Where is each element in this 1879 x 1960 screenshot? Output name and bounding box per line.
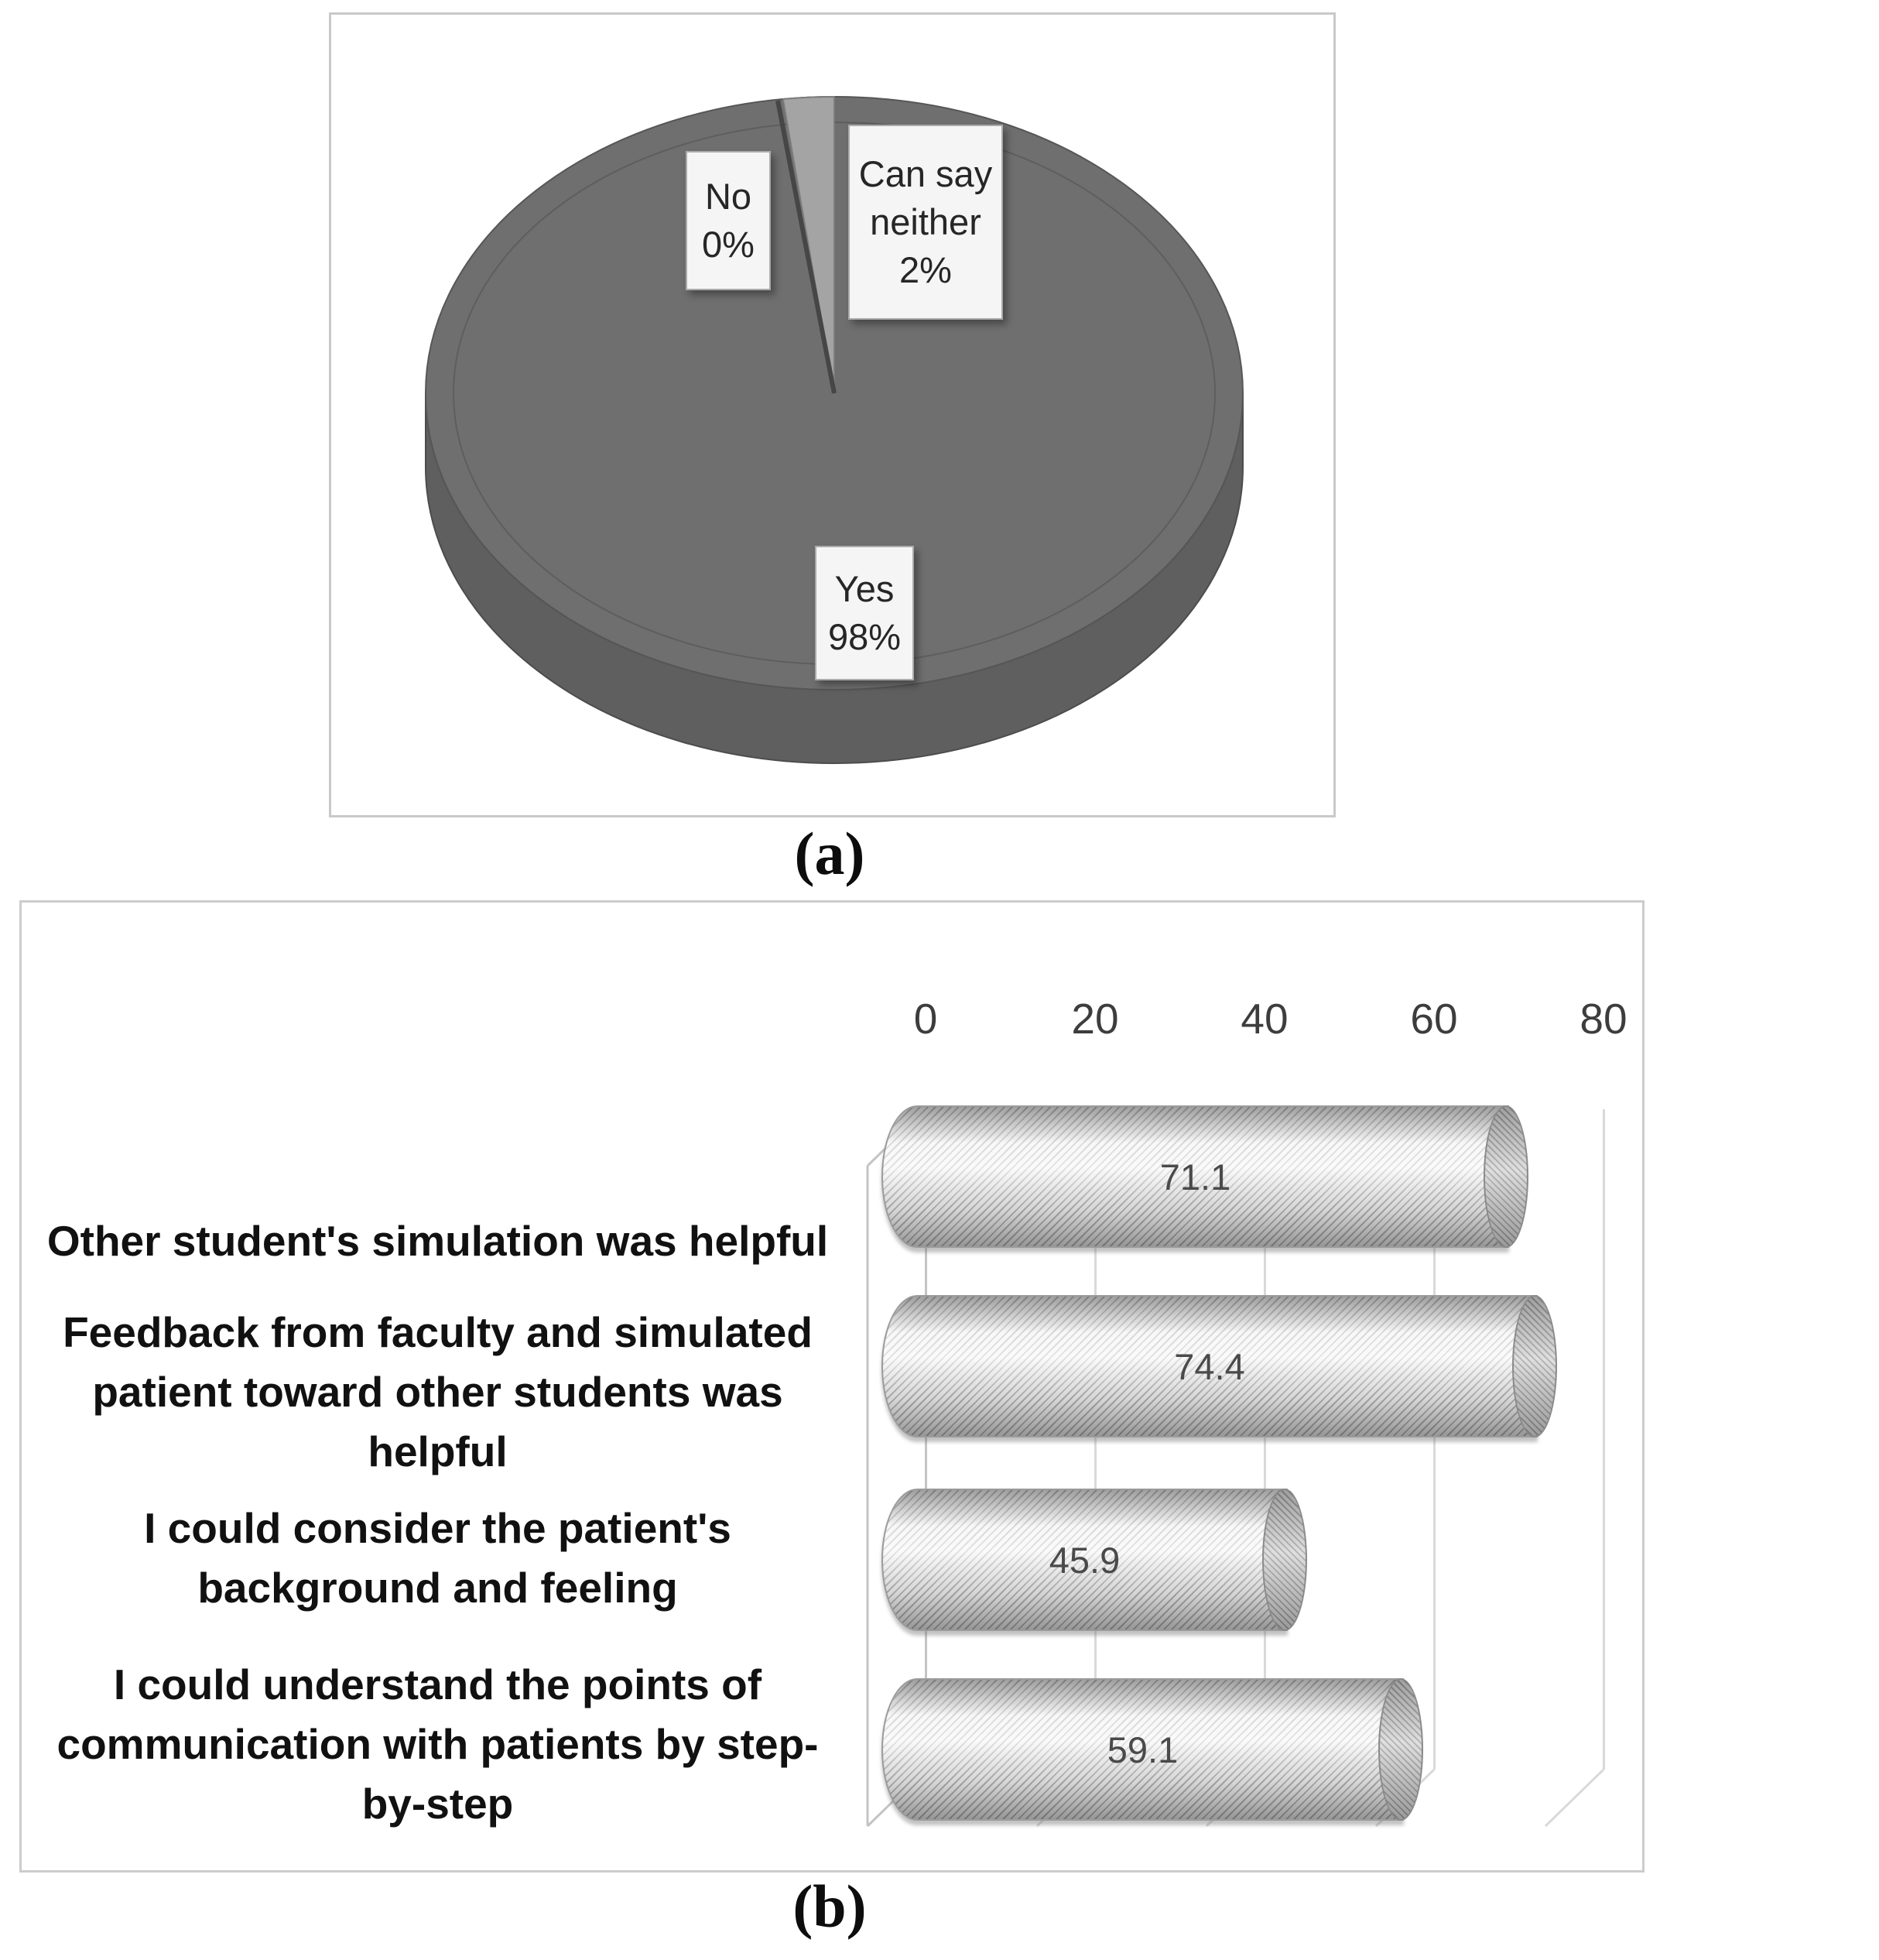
bar-cap-3 bbox=[1262, 1489, 1307, 1631]
bar-cap-2 bbox=[1512, 1295, 1557, 1437]
pie-label-no-line1: No bbox=[704, 176, 752, 217]
pie-slice-no bbox=[775, 100, 837, 394]
x-tick-80: 80 bbox=[1580, 995, 1627, 1043]
bar-row-3: 45.9 bbox=[881, 1489, 1307, 1631]
pie-3d-graphic bbox=[425, 95, 1244, 764]
x-tick-20: 20 bbox=[1071, 995, 1119, 1043]
pie-label-yes: Yes 98% bbox=[815, 546, 914, 680]
category-label-2: Feedback from faculty and simulated pati… bbox=[63, 1308, 813, 1475]
bar-cap-4 bbox=[1378, 1678, 1423, 1821]
gridline-80 bbox=[1603, 1109, 1605, 1770]
bar-row-1: 71.1 bbox=[881, 1105, 1528, 1248]
gridline-0 bbox=[925, 1109, 927, 1770]
panel-b-bar-chart: 0 20 40 60 80 Other student's simulation… bbox=[19, 900, 1645, 1873]
bar-cap-1 bbox=[1484, 1105, 1528, 1248]
pie-label-no-line2: 0% bbox=[702, 224, 755, 265]
caption-b: (b) bbox=[792, 1873, 867, 1940]
category-label-1: Other student's simulation was helpful bbox=[46, 1216, 829, 1265]
x-tick-60: 60 bbox=[1410, 995, 1458, 1043]
caption-a: (a) bbox=[794, 820, 865, 887]
gridline-40 bbox=[1264, 1109, 1266, 1770]
gridline-60 bbox=[1433, 1109, 1436, 1770]
pie-label-neither-line3: 2% bbox=[899, 249, 952, 290]
x-tick-0: 0 bbox=[913, 995, 938, 1043]
bar-value-4: 59.1 bbox=[1107, 1729, 1179, 1770]
panel-a-pie-chart: No 0% Can say neither 2% Yes 98% bbox=[329, 12, 1336, 817]
category-label-3: I could consider the patient's backgroun… bbox=[144, 1504, 731, 1612]
pie-label-yes-line1: Yes bbox=[834, 568, 895, 609]
category-label-4: I could understand the points of communi… bbox=[56, 1660, 819, 1828]
bar-row-4: 59.1 bbox=[881, 1678, 1423, 1821]
bar-feedback-from-faculty: 74.4 bbox=[881, 1295, 1557, 1437]
pie-label-neither-line1: Can say bbox=[858, 153, 993, 194]
bar-value-2: 74.4 bbox=[1174, 1345, 1245, 1387]
bar-value-3: 45.9 bbox=[1049, 1539, 1121, 1581]
bar-other-students-simulation: 71.1 bbox=[881, 1105, 1528, 1248]
pie-label-can-say-neither: Can say neither 2% bbox=[848, 125, 1003, 320]
bar-understand-points-of-communication: 59.1 bbox=[881, 1678, 1423, 1821]
gridline-20 bbox=[1094, 1109, 1097, 1770]
bar-consider-patients-background: 45.9 bbox=[881, 1489, 1307, 1631]
x-tick-40: 40 bbox=[1241, 995, 1289, 1043]
pie-label-neither-line2: neither bbox=[870, 201, 981, 242]
pie-label-yes-line2: 98% bbox=[827, 616, 902, 657]
bar-value-1: 71.1 bbox=[1159, 1156, 1231, 1198]
pie-label-no: No 0% bbox=[686, 151, 771, 290]
bar-row-2: 74.4 bbox=[881, 1295, 1557, 1437]
